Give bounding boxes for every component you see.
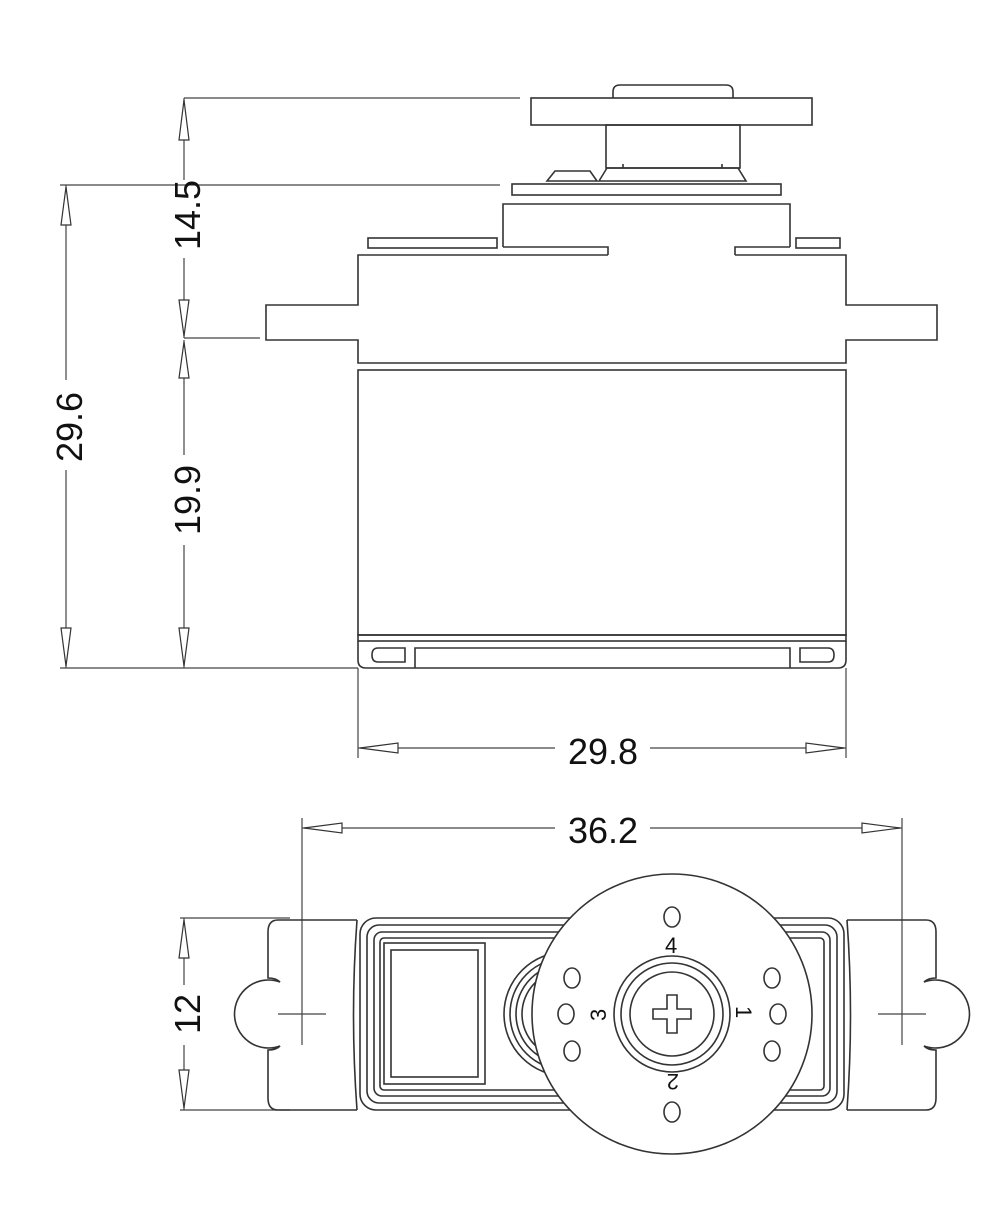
side-view	[265, 84, 938, 669]
mount-tab-left	[233, 919, 357, 1111]
dim-label-14-5: 14.5	[167, 180, 208, 250]
dimension-mount-width: 36.2	[302, 810, 902, 851]
dim-label-36-2: 36.2	[568, 810, 638, 851]
output-shaft	[605, 124, 741, 169]
dimension-body-height: 19.9	[167, 340, 208, 668]
bottom-cover	[357, 641, 847, 669]
top-pad-right	[795, 237, 841, 249]
top-view: 4 1 2 3	[233, 873, 971, 1155]
dim-label-29-8: 29.8	[568, 731, 638, 772]
spline-right	[597, 167, 748, 182]
bottom-seam	[357, 634, 847, 642]
screw-cross-icon	[652, 994, 692, 1034]
dimension-body-width: 29.8	[358, 731, 846, 772]
spline-left	[545, 170, 599, 182]
gear-housing	[502, 203, 791, 247]
dimension-depth: 12	[167, 918, 208, 1110]
dim-label-29-6: 29.6	[49, 392, 90, 462]
horn-position-3: 3	[586, 1009, 611, 1021]
middle-case	[357, 369, 847, 636]
horn-disk	[530, 97, 813, 126]
dim-label-19-9: 19.9	[167, 465, 208, 535]
horn-position-2: 2	[667, 1069, 679, 1094]
mount-tab-right	[847, 919, 971, 1111]
top-plate	[511, 183, 782, 196]
top-pad-left	[367, 237, 498, 249]
extension-lines	[60, 97, 903, 1111]
horn-cap	[612, 84, 734, 98]
horn-disc	[531, 873, 813, 1155]
upper-case	[265, 246, 938, 364]
spline-ring	[613, 955, 731, 1073]
horn-position-1: 1	[731, 1006, 756, 1018]
dimension-total-height: 29.6	[49, 185, 90, 668]
dimension-horn-height: 14.5	[167, 98, 208, 338]
horn-position-4: 4	[665, 933, 677, 958]
label-window	[383, 942, 486, 1085]
horn-holes	[557, 906, 787, 1123]
dim-label-12: 12	[167, 994, 208, 1034]
